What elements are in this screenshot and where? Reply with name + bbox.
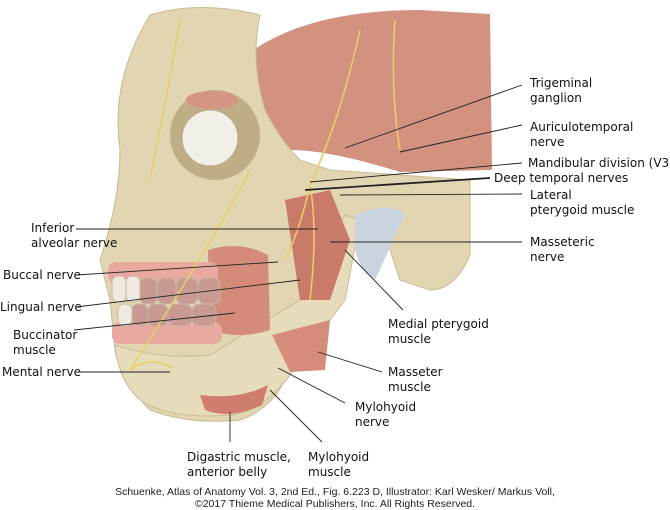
lateral-pterygoid-ligament <box>355 207 405 280</box>
label-mental-nerve: Mental nerve <box>2 365 81 379</box>
eyeball <box>181 109 239 167</box>
credit-line-1: Schuenke, Atlas of Anatomy Vol. 3, 2nd E… <box>115 486 555 498</box>
eye-muscle <box>186 91 238 109</box>
temporalis-muscle <box>240 10 492 172</box>
teeth <box>111 275 221 327</box>
label-lingual-nerve: Lingual nerve <box>0 300 82 314</box>
leader-lines <box>73 84 523 443</box>
label-mandibular-division: Mandibular division (V3) <box>528 156 670 170</box>
label-buccal-nerve: Buccal nerve <box>3 268 81 282</box>
credit-line-2: ©2017 Thieme Medical Publishers, Inc. Al… <box>194 498 476 510</box>
buccinator-muscle <box>208 246 270 335</box>
label-deep-temporal-nerves: Deep temporal nerves <box>494 171 629 185</box>
digastric-muscle <box>200 385 268 414</box>
label-digastric: Digastric muscle,anterior belly <box>187 450 291 479</box>
nerves <box>129 19 401 371</box>
masseter-muscle <box>272 320 330 372</box>
lower-gum <box>112 322 222 344</box>
